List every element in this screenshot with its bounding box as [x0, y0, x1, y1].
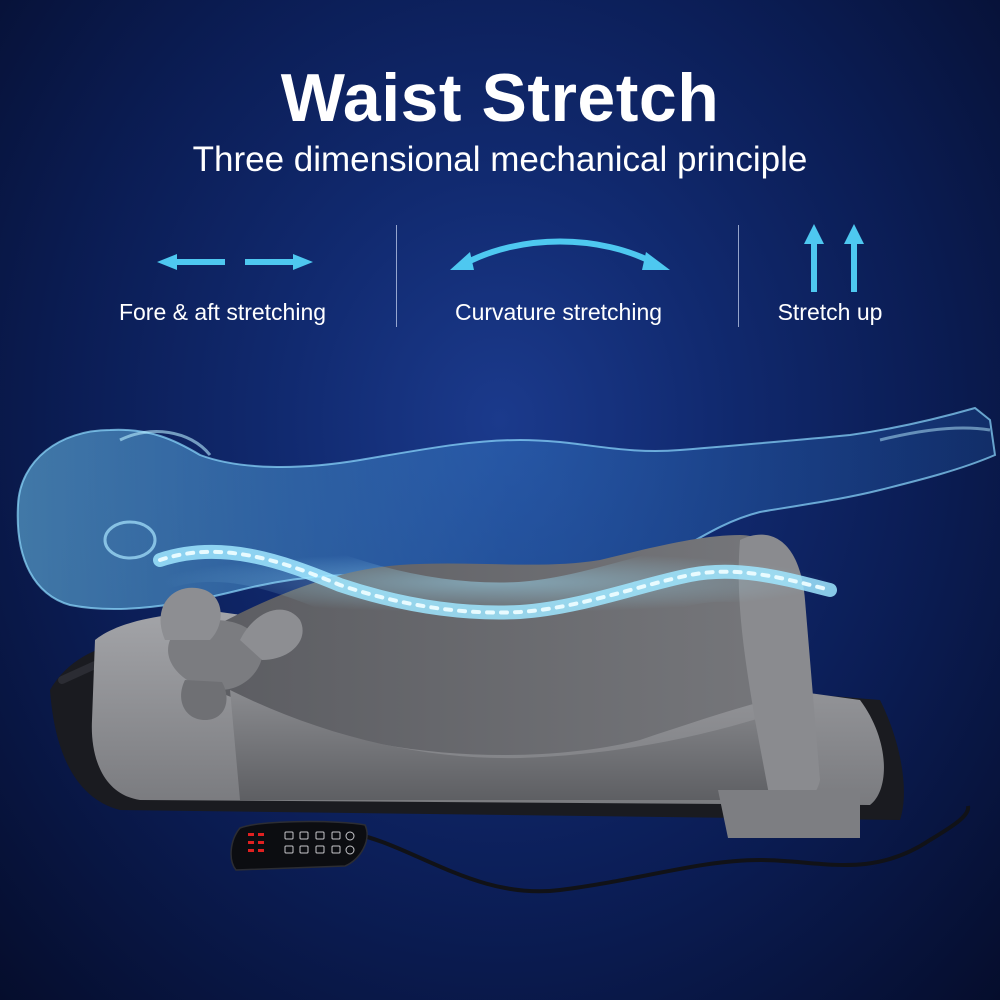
- feature-curvature: Curvature stretching: [430, 220, 687, 340]
- divider: [396, 225, 397, 327]
- remote-control[interactable]: [230, 820, 368, 871]
- horizontal-arrows-icon: [157, 254, 313, 270]
- feature-stretch-up: Stretch up: [760, 220, 900, 340]
- feature-label: Fore & aft stretching: [118, 299, 327, 325]
- spine-illustration: [130, 521, 860, 643]
- divider: [738, 225, 739, 327]
- feature-label: Curvature stretching: [454, 299, 663, 325]
- feature-fore-aft: Fore & aft stretching: [95, 220, 350, 340]
- feature-label: Stretch up: [777, 299, 883, 325]
- up-arrows-icon: [804, 224, 864, 292]
- page-title: Waist Stretch: [280, 60, 720, 136]
- curved-arrow-icon: [450, 238, 670, 270]
- power-cable: [359, 805, 971, 894]
- pillow-petals: [160, 587, 303, 720]
- page-subtitle: Three dimensional mechanical principle: [192, 140, 808, 179]
